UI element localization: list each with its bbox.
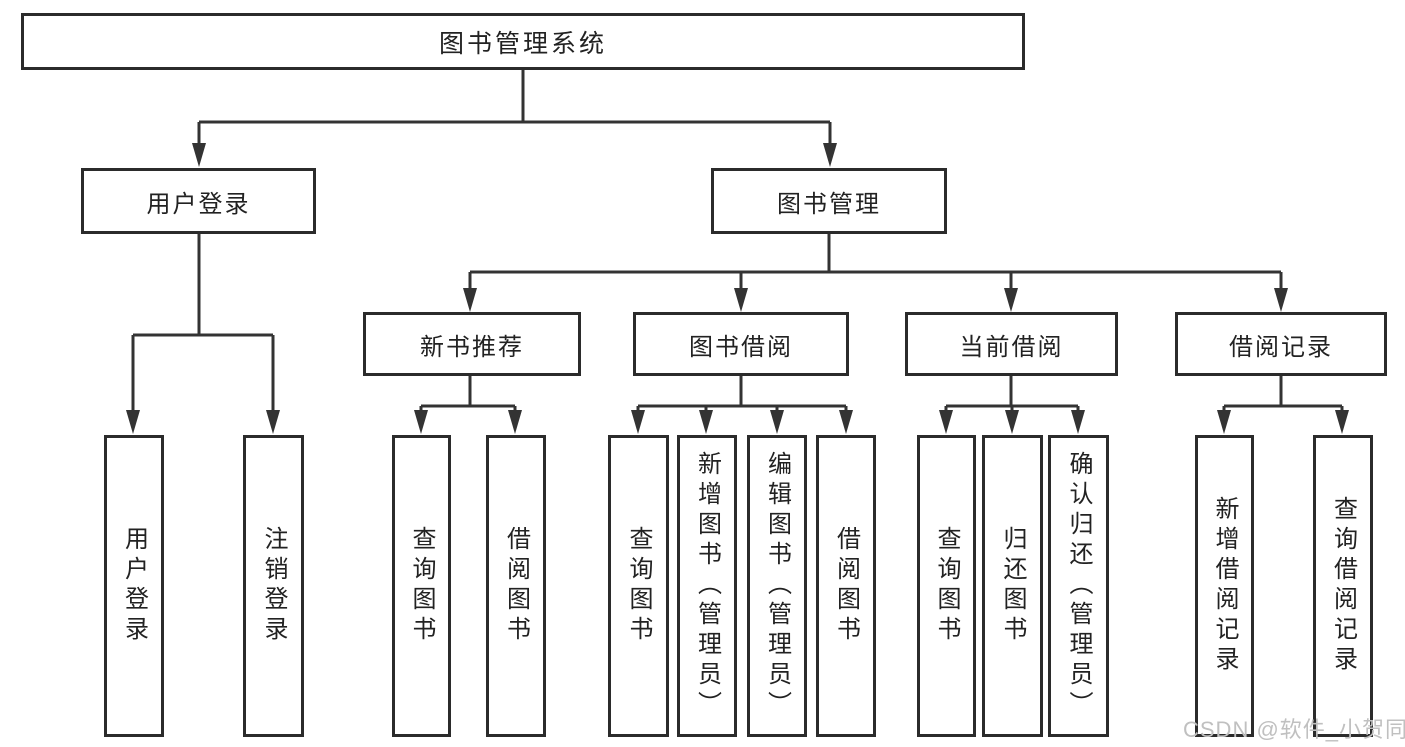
node-new-book-recommendation: 新书推荐: [363, 312, 581, 376]
leaf-bb-add-books-admin: 新增图书（管理员）: [677, 435, 737, 737]
leaf-nb-query-books: 查询图书: [392, 435, 451, 737]
leaf-bb-borrow-books: 借阅图书: [816, 435, 876, 737]
node-current-borrowing: 当前借阅: [905, 312, 1118, 376]
leaf-nb-borrow-books: 借阅图书: [486, 435, 546, 737]
node-borrowing-records: 借阅记录: [1175, 312, 1387, 376]
node-library-management-system: 图书管理系统: [21, 13, 1025, 70]
node-book-management: 图书管理: [711, 168, 947, 234]
connector-path: [131, 69, 1344, 412]
leaf-br-add-borrow-record: 新增借阅记录: [1195, 435, 1254, 737]
node-book-borrowing: 图书借阅: [633, 312, 849, 376]
watermark-text: CSDN @软件_小贺同学: [1183, 717, 1405, 742]
leaf-cb-confirm-return-admin: 确认归还（管理员）: [1048, 435, 1109, 737]
node-user-login: 用户登录: [81, 168, 316, 234]
leaf-cb-query-books: 查询图书: [917, 435, 976, 737]
leaf-logout: 注销登录: [243, 435, 304, 737]
leaf-bb-edit-books-admin: 编辑图书（管理员）: [747, 435, 807, 737]
leaf-br-query-borrow-record: 查询借阅记录: [1313, 435, 1373, 737]
arrowhead-icons: [126, 143, 1349, 434]
leaf-user-login: 用户登录: [104, 435, 164, 737]
leaf-bb-query-books: 查询图书: [608, 435, 669, 737]
leaf-cb-return-books: 归还图书: [982, 435, 1043, 737]
